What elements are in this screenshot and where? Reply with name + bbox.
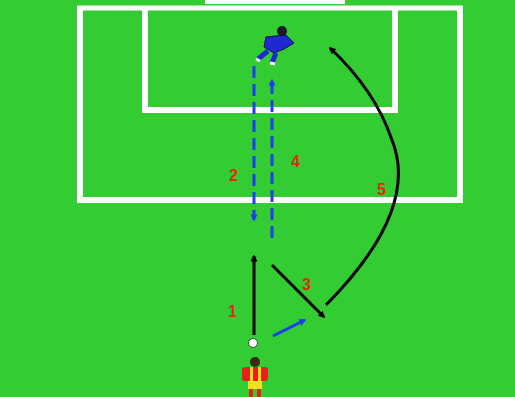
ball bbox=[249, 339, 258, 348]
callout-number: 1 bbox=[228, 304, 237, 320]
shirt bbox=[242, 367, 268, 381]
goalkeeper-figure bbox=[256, 26, 294, 64]
run-arrow bbox=[271, 80, 274, 238]
player-move-arrow bbox=[273, 320, 305, 336]
leg bbox=[249, 389, 253, 397]
callout-number: 5 bbox=[377, 182, 386, 198]
head bbox=[277, 26, 287, 36]
callout-number: 2 bbox=[229, 168, 238, 184]
penalty-area bbox=[80, 8, 460, 200]
legs bbox=[258, 51, 276, 63]
pass-arrow bbox=[272, 265, 324, 317]
goal-area bbox=[145, 8, 395, 110]
head bbox=[250, 357, 260, 367]
leg bbox=[257, 389, 261, 397]
return-pass-arrow bbox=[253, 66, 256, 220]
body bbox=[264, 35, 294, 53]
attacker-figure bbox=[242, 357, 268, 397]
shirt-stripe bbox=[250, 367, 253, 381]
shot-arrow bbox=[326, 48, 398, 305]
shirt-stripe bbox=[258, 367, 261, 381]
boots bbox=[256, 59, 275, 64]
goal-line bbox=[205, 0, 345, 4]
callout-number: 4 bbox=[291, 154, 300, 170]
shorts bbox=[248, 381, 262, 389]
touch-line bbox=[77, 6, 463, 11]
pass-arrow bbox=[253, 256, 256, 335]
callout-number: 3 bbox=[302, 277, 311, 293]
